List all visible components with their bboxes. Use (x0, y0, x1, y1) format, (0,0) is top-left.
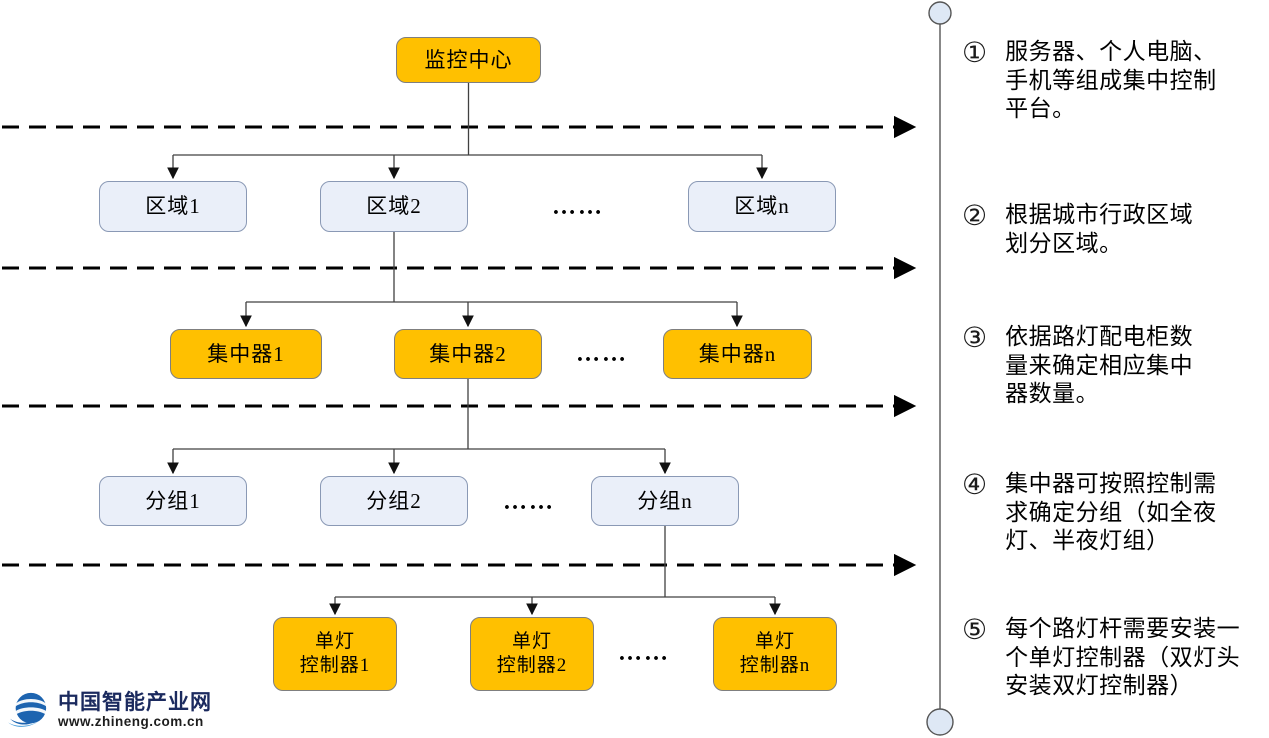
annotation-1: ① 服务器、个人电脑、 手机等组成集中控制 平台。 (962, 38, 1217, 124)
annotation-text: 每个路灯杆需要安装一 个单灯控制器（双灯头 安装双灯控制器） (1005, 616, 1241, 698)
node-group-2: 分组2 (320, 476, 468, 526)
node-region-1: 区域1 (99, 181, 247, 232)
annotation-4: ④ 集中器可按照控制需 求确定分组（如全夜 灯、半夜灯组） (962, 470, 1217, 556)
annotation-text: 集中器可按照控制需 求确定分组（如全夜 灯、半夜灯组） (1005, 471, 1217, 553)
node-lamp-controller-1: 单灯 控制器1 (273, 617, 397, 691)
logo-site-name: 中国智能产业网 (58, 690, 212, 714)
annotation-text: 根据城市行政区域 划分区域。 (1005, 202, 1194, 256)
logo-text: 中国智能产业网 www.zhineng.com.cn (58, 690, 212, 729)
node-label: 区域1 (145, 194, 201, 219)
annotation-text: 依据路灯配电柜数 量来确定相应集中 器数量。 (1005, 324, 1194, 406)
node-label: 集中器1 (207, 341, 285, 366)
timeline-top-circle (928, 1, 952, 25)
annotation-number: ⑤ (962, 613, 988, 646)
dashed-dividers (2, 115, 917, 577)
annotation-number: ③ (962, 321, 988, 354)
annotation-number: ① (962, 36, 988, 69)
node-group-1: 分组1 (99, 476, 247, 526)
node-label: 监控中心 (424, 47, 513, 72)
node-label: 单灯 控制器2 (496, 631, 568, 676)
node-label: 集中器2 (429, 341, 507, 366)
globe-swoosh-icon (8, 692, 47, 727)
node-group-n: 分组n (591, 476, 739, 526)
node-label: 分组1 (145, 488, 201, 513)
timeline-bottom-circle (926, 708, 954, 736)
site-logo: 中国智能产业网 www.zhineng.com.cn (6, 690, 212, 730)
node-label: 单灯 控制器n (739, 631, 811, 676)
node-monitoring-center: 监控中心 (396, 37, 541, 83)
annotation-text: 服务器、个人电脑、 手机等组成集中控制 平台。 (1005, 39, 1217, 121)
annotation-number: ② (962, 199, 988, 232)
node-lamp-controller-n: 单灯 控制器n (713, 617, 837, 691)
node-label: 分组2 (366, 488, 422, 513)
node-label: 集中器n (698, 341, 777, 366)
node-label: 分组n (637, 488, 693, 513)
annotation-5: ⑤ 每个路灯杆需要安装一 个单灯控制器（双灯头 安装双灯控制器） (962, 615, 1240, 701)
ellipsis-regions: …… (552, 193, 604, 220)
annotation-2: ② 根据城市行政区域 划分区域。 (962, 201, 1193, 258)
ellipsis-concentrators: …… (576, 340, 628, 367)
annotation-3: ③ 依据路灯配电柜数 量来确定相应集中 器数量。 (962, 323, 1193, 409)
node-label: 区域2 (366, 194, 422, 219)
node-concentrator-1: 集中器1 (170, 329, 322, 379)
node-region-n: 区域n (688, 181, 836, 232)
ellipsis-lamp-controllers: …… (618, 639, 670, 666)
node-label: 单灯 控制器1 (299, 631, 371, 676)
tree-connectors (167, 83, 781, 616)
timeline (926, 1, 954, 736)
node-lamp-controller-2: 单灯 控制器2 (470, 617, 594, 691)
annotation-number: ④ (962, 468, 988, 501)
logo-site-url: www.zhineng.com.cn (58, 713, 204, 729)
ellipsis-groups: …… (503, 488, 555, 515)
node-label: 区域n (734, 194, 790, 219)
node-concentrator-2: 集中器2 (394, 329, 542, 379)
node-region-2: 区域2 (320, 181, 468, 232)
node-concentrator-n: 集中器n (663, 329, 812, 379)
